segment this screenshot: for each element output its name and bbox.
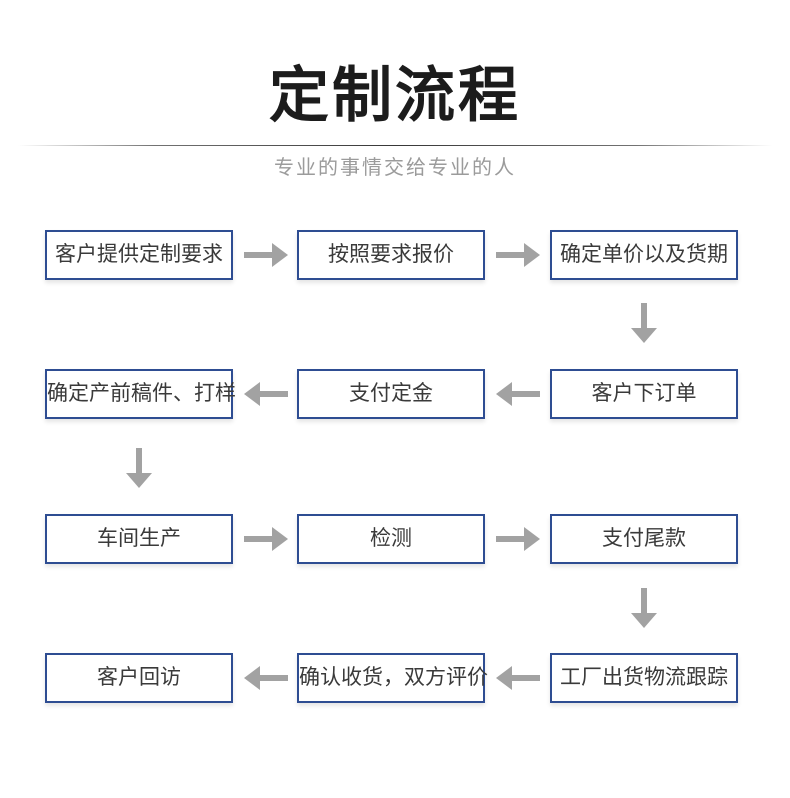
arrow-down-icon: [631, 588, 657, 628]
flow-step-customer-requirements: 客户提供定制要求: [45, 230, 233, 280]
flow-step-pay-balance: 支付尾款: [550, 514, 738, 564]
flow-step-pay-deposit: 支付定金: [297, 369, 485, 419]
arrow-left-icon: [496, 666, 540, 690]
arrow-right-icon: [496, 527, 540, 551]
page-title: 定制流程: [269, 62, 521, 129]
flow-step-confirm-artwork-sample: 确定产前稿件、打样: [45, 369, 236, 419]
arrow-down-icon: [126, 448, 152, 488]
arrow-left-icon: [496, 382, 540, 406]
flow-step-workshop-production: 车间生产: [45, 514, 233, 564]
flow-step-confirm-price-leadtime: 确定单价以及货期: [550, 230, 738, 280]
arrow-right-icon: [244, 527, 288, 551]
arrow-down-icon: [631, 303, 657, 343]
flow-step-inspection: 检测: [297, 514, 485, 564]
flow-step-customer-followup: 客户回访: [45, 653, 233, 703]
flow-step-factory-shipping-tracking: 工厂出货物流跟踪: [550, 653, 738, 703]
flow-step-quote-per-requirements: 按照要求报价: [297, 230, 485, 280]
arrow-right-icon: [244, 243, 288, 267]
flow-step-confirm-receipt-mutual-review: 确认收货，双方评价: [297, 653, 488, 703]
divider-line: [18, 145, 772, 146]
arrow-right-icon: [496, 243, 540, 267]
arrow-left-icon: [244, 666, 288, 690]
page-subtitle: 专业的事情交给专业的人: [274, 157, 516, 179]
arrow-left-icon: [244, 382, 288, 406]
flow-step-customer-places-order: 客户下订单: [550, 369, 738, 419]
